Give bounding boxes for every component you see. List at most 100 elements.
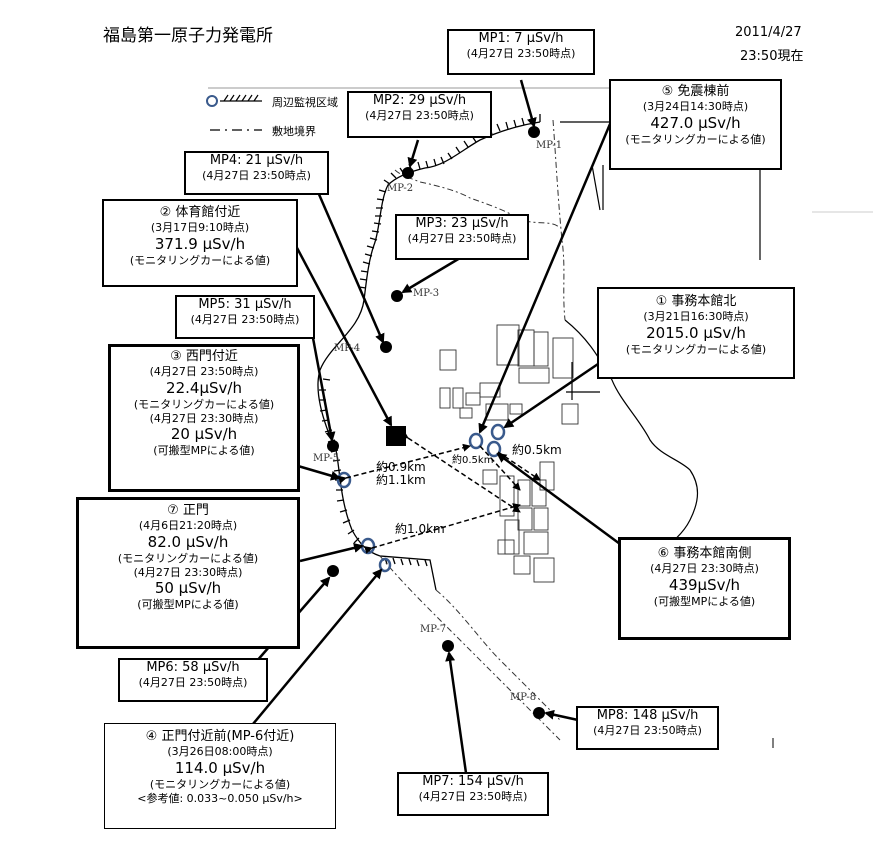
- mp3-marker: [391, 290, 403, 302]
- mp2-value: MP2: 29 μSv/h: [372, 93, 467, 108]
- distance-arrows: [338, 430, 541, 554]
- p1-callout: ① 事務本館北 (3月21日16:30時点) 2015.0 μSv/h (モニタ…: [597, 287, 795, 379]
- p2-time: (3月17日9:10時点): [150, 221, 250, 235]
- legend-monitoring-area-icon: [206, 94, 262, 107]
- mp3-value: MP3: 23 μSv/h: [415, 216, 509, 231]
- mp6-time: (4月27日 23:50時点): [138, 676, 248, 690]
- mp8-time: (4月27日 23:50時点): [593, 724, 702, 738]
- p2-title: ② 体育館付近: [159, 205, 241, 220]
- p3-value1: 22.4μSv/h: [166, 379, 242, 397]
- map-label-mp3: MP-3: [413, 288, 440, 299]
- p1-note: (モニタリングカーによる値): [625, 342, 767, 356]
- p7-note2: (可搬型MPによる値): [137, 598, 239, 611]
- mp8-callout: MP8: 148 μSv/h (4月27日 23:50時点): [576, 706, 719, 750]
- mp4-time: (4月27日 23:50時点): [202, 169, 311, 183]
- p6-callout: ⑥ 事務本館南側 (4月27日 23:30時点) 439μSv/h (可搬型MP…: [618, 537, 791, 640]
- p3-time2: (4月27日 23:30時点): [149, 411, 259, 425]
- distance-label-0-5km-b: 約0.5km: [512, 443, 562, 457]
- p1-value: 2015.0 μSv/h: [646, 324, 746, 342]
- p5-value: 427.0 μSv/h: [650, 114, 741, 132]
- mp4-marker: [380, 341, 392, 353]
- legend-site-boundary-label: 敷地境界: [272, 125, 316, 138]
- distance-label-1-0km: 約1.0km: [395, 522, 445, 536]
- mp2-time: (4月27日 23:50時点): [365, 109, 474, 123]
- distance-label-0-9km: 約0.9km: [376, 460, 426, 474]
- mp5-time: (4月27日 23:50時点): [190, 313, 300, 327]
- p4-time: (3月26日08:00時点): [167, 745, 273, 759]
- p3-note1: (モニタリングカーによる値): [133, 397, 275, 411]
- map-label-mp2: MP-2: [387, 183, 414, 194]
- legend-monitoring-area-label: 周辺監視区域: [272, 96, 338, 109]
- p4-title: ④ 正門付近前(MP-6付近): [145, 729, 295, 744]
- mp3-time: (4月27日 23:50時点): [407, 232, 517, 246]
- p5-title: ⑤ 免震棟前: [661, 84, 730, 99]
- p7-callout: ⑦ 正門 (4月6日21:20時点) 82.0 μSv/h (モニタリングカーに…: [76, 497, 300, 649]
- mp4-value: MP4: 21 μSv/h: [209, 153, 304, 168]
- mp7-time: (4月27日 23:50時点): [418, 790, 528, 804]
- p5-time: (3月24日14:30時点): [642, 100, 749, 114]
- p1-marker: [490, 423, 506, 441]
- p6-time: (4月27日 23:30時点): [650, 562, 759, 576]
- distance-label-0-5km-a: 約0.5km: [452, 455, 494, 466]
- p3-value2: 20 μSv/h: [170, 425, 238, 444]
- p7-note1: (モニタリングカーによる値): [117, 551, 259, 565]
- mp1-time: (4月27日 23:50時点): [466, 47, 576, 61]
- p4-value: 114.0 μSv/h: [174, 759, 266, 777]
- mp4-callout: MP4: 21 μSv/h (4月27日 23:50時点): [184, 151, 329, 195]
- map-label-mp5: MP-5: [313, 453, 340, 464]
- p7-value1: 82.0 μSv/h: [147, 533, 229, 551]
- map-label-mp1: MP-1: [536, 140, 563, 151]
- mp7-value: MP7: 154 μSv/h: [422, 774, 524, 789]
- map-label-mp4: MP-4: [334, 343, 361, 354]
- mp3-callout: MP3: 23 μSv/h (4月27日 23:50時点): [395, 214, 529, 260]
- gym-marker: [386, 426, 406, 446]
- report-time: 23:50現在: [740, 49, 804, 64]
- p6-value: 439μSv/h: [668, 576, 741, 594]
- mp-markers: [327, 126, 545, 719]
- p6-note: (可搬型MPによる値): [653, 594, 756, 608]
- mp2-callout: MP2: 29 μSv/h (4月27日 23:50時点): [347, 91, 492, 138]
- p1-time: (3月21日16:30時点): [643, 310, 749, 324]
- p7-time1: (4月6日21:20時点): [138, 519, 238, 533]
- p5-callout: ⑤ 免震棟前 (3月24日14:30時点) 427.0 μSv/h (モニタリン…: [609, 79, 782, 170]
- blue-point-markers: [336, 423, 506, 573]
- coastline: [379, 119, 566, 741]
- mp5-value: MP5: 31 μSv/h: [198, 297, 292, 312]
- mp5-callout: MP5: 31 μSv/h (4月27日 23:50時点): [175, 295, 315, 339]
- mp7-marker: [442, 640, 454, 652]
- p2-value: 371.9 μSv/h: [154, 235, 246, 253]
- mp6-marker: [327, 565, 339, 577]
- p4-reference: <参考値: 0.033~0.050 μSv/h>: [137, 791, 303, 805]
- mp1-marker: [528, 126, 540, 138]
- page-title: 福島第一原子力発電所: [103, 26, 273, 46]
- p5-note: (モニタリングカーによる値): [625, 132, 766, 146]
- p4-note: (モニタリングカーによる値): [149, 777, 291, 791]
- p2-note: (モニタリングカーによる値): [129, 253, 271, 267]
- mp8-value: MP8: 148 μSv/h: [596, 708, 699, 723]
- p4-marker: [378, 557, 392, 573]
- map-label-mp7: MP-7: [420, 624, 447, 635]
- p7-value2: 50 μSv/h: [154, 579, 222, 598]
- distance-label-1-1km: 約1.1km: [376, 473, 426, 487]
- p2-callout: ② 体育館付近 (3月17日9:10時点) 371.9 μSv/h (モニタリン…: [102, 199, 298, 287]
- p3-callout: ③ 西門付近 (4月27日 23:50時点) 22.4μSv/h (モニタリング…: [108, 344, 300, 492]
- p7-title: ⑦ 正門: [167, 503, 209, 518]
- mp1-value: MP1: 7 μSv/h: [478, 31, 564, 46]
- callout-arrows: [247, 79, 621, 774]
- p1-title: ① 事務本館北: [655, 294, 737, 309]
- mp6-value: MP6: 58 μSv/h: [146, 660, 240, 675]
- map-label-mp8: MP-8: [510, 692, 537, 703]
- p3-title: ③ 西門付近: [170, 349, 238, 364]
- mp7-callout: MP7: 154 μSv/h (4月27日 23:50時点): [397, 772, 549, 816]
- mp1-callout: MP1: 7 μSv/h (4月27日 23:50時点): [447, 29, 595, 75]
- mp5-marker: [327, 440, 339, 452]
- mp6-callout: MP6: 58 μSv/h (4月27日 23:50時点): [118, 658, 268, 702]
- mp2-marker: [402, 167, 414, 179]
- mp8-marker: [533, 707, 545, 719]
- report-date: 2011/4/27: [735, 25, 802, 40]
- p4-callout: ④ 正門付近前(MP-6付近) (3月26日08:00時点) 114.0 μSv…: [104, 723, 336, 829]
- p7-time2: (4月27日 23:30時点): [133, 565, 243, 579]
- p3-time1: (4月27日 23:50時点): [149, 365, 259, 379]
- p3-note2: (可搬型MPによる値): [153, 444, 255, 457]
